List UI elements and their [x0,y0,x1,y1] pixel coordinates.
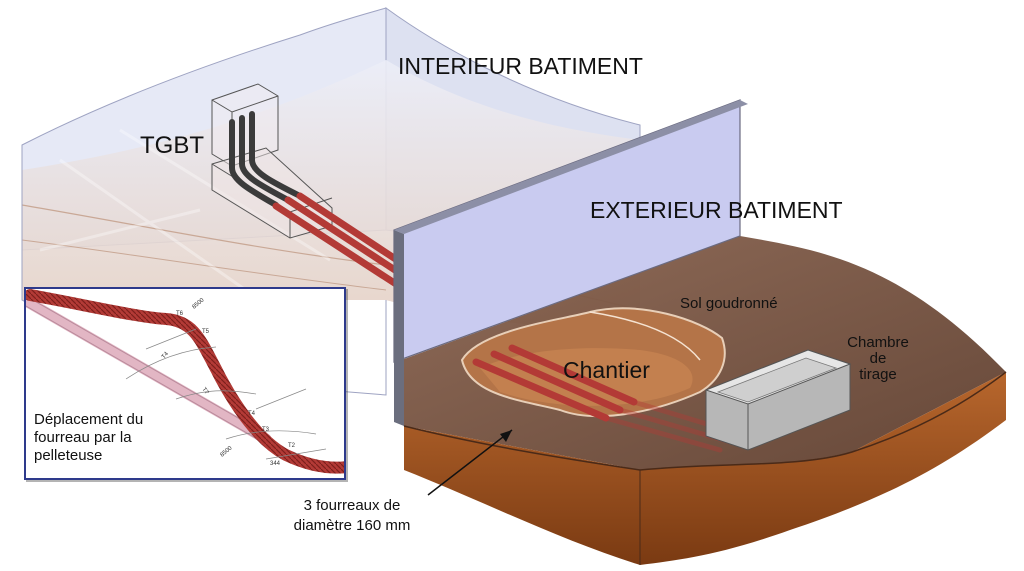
tag-dim-3: 344 [270,461,281,467]
tag-dim-2: 8500 [219,445,234,459]
tgbt-label: TGBT [140,132,204,159]
chantier-label: Chantier [563,357,650,383]
interior-pipes [272,192,404,288]
tag-t7: T7 [200,387,209,397]
inset-drawing: T6 T5 T4 T3 T2 8500 8500 T7 T4 344 [26,289,344,474]
displaced-pipe-path [26,289,344,474]
tag-t6: T6 [176,311,184,317]
tag-dim-1: 8500 [191,297,206,311]
excavator-displacement-inset: T6 T5 T4 T3 T2 8500 8500 T7 T4 344 Dépla… [24,287,346,480]
tag-t4-b: T4 [161,351,171,361]
sol-label: Sol goudronné [680,295,778,312]
interior-label: INTERIEUR BATIMENT [398,53,643,79]
inset-caption: Déplacement du fourreau par la pelleteus… [34,411,144,464]
tag-t4: T4 [248,411,256,417]
construction-lines [125,328,327,460]
exterior-label: EXTERIEUR BATIMENT [590,197,843,223]
building-wall [393,99,748,426]
original-pipe-path [26,295,272,445]
tag-t2: T2 [288,443,296,449]
chambre-label-line1: Chambre [847,334,909,351]
tag-t3: T3 [262,427,270,433]
fourreaux-label-line1: 3 fourreaux de [304,497,401,514]
tgbt-cables [229,111,303,208]
chambre-label-line2: de [870,350,887,367]
excavation-pipes [472,344,743,453]
pipes-pointer-arrow [427,429,513,496]
fourreaux-label-line2: diamètre 160 mm [294,517,411,534]
excavation-pit [460,307,726,418]
draw-chamber [704,349,852,451]
tag-t5: T5 [202,329,210,335]
chambre-label-line3: tirage [859,366,897,383]
